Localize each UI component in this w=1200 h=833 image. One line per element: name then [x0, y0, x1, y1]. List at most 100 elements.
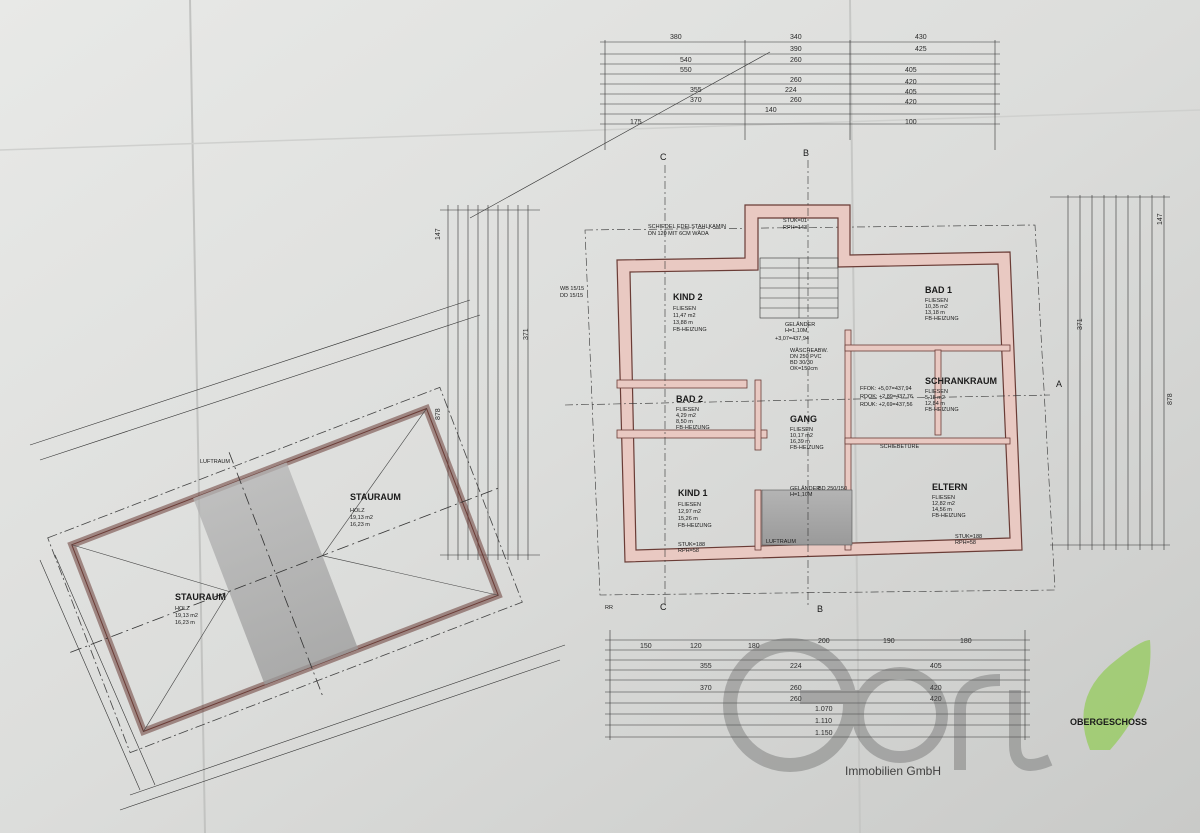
fold-line	[0, 109, 1200, 151]
section-marker: C	[660, 152, 667, 162]
room-detail: FB-HEIZUNG	[676, 425, 710, 431]
note-level: RDOK: +2,89=437,76	[860, 394, 913, 400]
company-logo	[723, 638, 1053, 772]
room-detail: FB-HEIZUNG	[932, 513, 966, 519]
attic-dim-line	[129, 644, 566, 796]
note-stair: RPH=143	[783, 225, 807, 231]
room-name: STAURAUM	[175, 592, 226, 602]
top-dim: 140	[765, 107, 777, 114]
bottom-dim: 190	[883, 638, 895, 645]
room-detail: 12,82 m2	[932, 501, 955, 507]
room-detail: 13,18 m	[925, 310, 945, 316]
note-opening: WB 15/15	[560, 286, 584, 292]
left-total: 878	[435, 408, 442, 420]
room-detail: FLIESEN	[932, 495, 955, 501]
top-dimension-block: 380 340 430 390 425 540 260 405 550 260 …	[469, 34, 1000, 219]
room-name: BAD 1	[925, 285, 952, 295]
right-total: 878	[1167, 393, 1174, 405]
top-dim: 405	[905, 67, 917, 74]
note-stuk: STUK=188	[955, 534, 982, 540]
room-detail: 10,35 m2	[925, 304, 948, 310]
bottom-dim: 370	[700, 685, 712, 692]
floor-label: OBERGESCHOSS	[1070, 717, 1147, 727]
room-detail: FLIESEN	[790, 427, 813, 433]
top-dim: 355	[690, 87, 702, 94]
note-railing: H=1,10M	[785, 328, 808, 334]
attic-dim-line	[54, 554, 156, 786]
top-dim: 224	[785, 87, 797, 94]
roof-outline	[584, 224, 1056, 596]
room-detail: 11,47 m2	[673, 313, 696, 319]
main-floor-walls	[616, 204, 1023, 563]
note-level: FFOK: +5,07=437,94	[860, 386, 912, 392]
top-dim: 420	[905, 79, 917, 86]
luftraum-area	[761, 489, 853, 546]
top-dim: 550	[680, 67, 692, 74]
note-laundry: BD 30/30	[790, 360, 813, 366]
section-marker: C	[660, 602, 667, 612]
left-dimension-block	[440, 205, 540, 560]
note-rr: RR	[605, 605, 613, 611]
room-detail: 5,18 m2	[925, 395, 945, 401]
room-detail: FB-HEIZUNG	[925, 316, 959, 322]
room-detail: FB-HEIZUNG	[678, 523, 712, 529]
room-detail: FB-HEIZUNG	[925, 407, 959, 413]
bottom-dim: 420	[930, 696, 942, 703]
top-dim: 260	[790, 57, 802, 64]
top-dim: 430	[915, 34, 927, 41]
attic-dim-line	[119, 659, 561, 811]
note-stuk: STUK=188	[678, 542, 705, 548]
room-detail: FLIESEN	[925, 298, 948, 304]
room-detail: FLIESEN	[925, 389, 948, 395]
room-name: ELTERN	[932, 482, 967, 492]
right-dimension-block	[1050, 195, 1170, 550]
room-detail: FLIESEN	[678, 502, 701, 508]
room-detail: 19,13 m2	[350, 515, 373, 521]
note-rph: RPH=58	[955, 540, 976, 546]
bottom-dim: 150	[640, 643, 652, 650]
section-line	[564, 394, 1051, 406]
bottom-total: 1.070	[815, 706, 833, 713]
room-detail: FLIESEN	[673, 306, 696, 312]
top-dim: 260	[790, 97, 802, 104]
bottom-dim: 180	[960, 638, 972, 645]
top-dim: 370	[690, 97, 702, 104]
attic-dim-line	[29, 299, 471, 446]
room-detail: FLIESEN	[676, 407, 699, 413]
room-detail: 15,26 m	[678, 516, 698, 522]
room-name: BAD 2	[676, 394, 703, 404]
bottom-dim: 405	[930, 663, 942, 670]
room-detail: FB-HEIZUNG	[673, 327, 707, 333]
bottom-dim: 200	[818, 638, 830, 645]
note-rph: RPH=58	[678, 548, 699, 554]
fold-line	[849, 0, 861, 833]
fold-line	[189, 0, 206, 833]
section-marker: B	[817, 604, 823, 614]
right-total: 147	[1157, 213, 1164, 225]
room-detail: 14,56 m	[932, 507, 952, 513]
company-name: Immobilien GmbH	[845, 764, 941, 778]
room-detail: 16,23 m	[175, 620, 195, 626]
top-dim: 540	[680, 57, 692, 64]
room-detail: 12,97 m2	[678, 509, 701, 515]
top-dim: 100	[905, 119, 917, 126]
attic-dim-line	[39, 559, 141, 791]
note-laundry: DN 250 PVC	[790, 354, 822, 360]
note-sliding-door: SCHIEBETÜRE	[880, 443, 919, 450]
note-railing: H=1,10M	[790, 492, 813, 498]
room-detail: FB-HEIZUNG	[790, 445, 824, 451]
top-dim: 420	[905, 99, 917, 106]
room-detail: 10,17 m2	[790, 433, 813, 439]
note-level: RDUK: +2,69=437,56	[860, 402, 913, 408]
note-opening: BD 250/150	[818, 486, 847, 492]
note-stair: STUK=01	[783, 218, 807, 224]
bottom-dim: 260	[790, 696, 802, 703]
note-chimney: DN 120 MIT 6CM WÄDA	[648, 230, 709, 237]
bottom-dim: 260	[790, 685, 802, 692]
top-dim: 175	[630, 119, 642, 126]
note-laundry: WÄSCHEABW.	[790, 347, 828, 354]
top-dim: 405	[905, 89, 917, 96]
